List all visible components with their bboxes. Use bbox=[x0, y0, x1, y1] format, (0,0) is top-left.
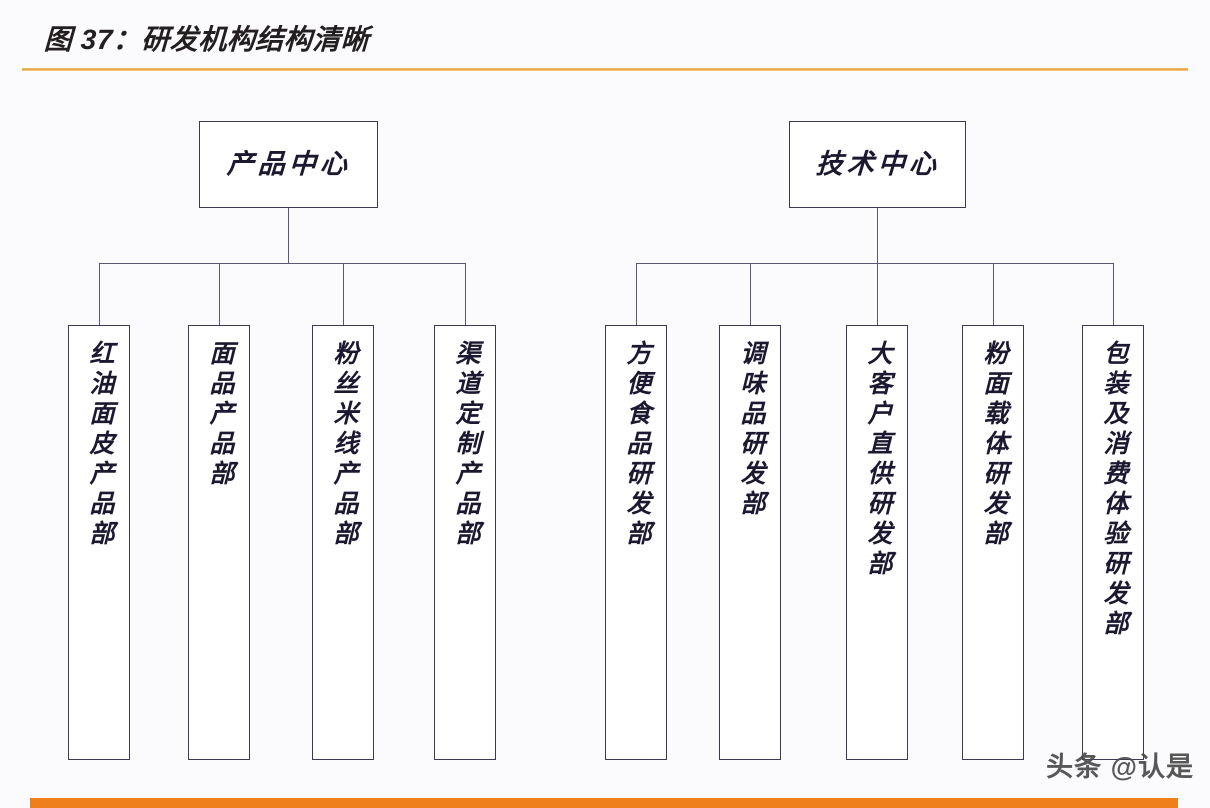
connector-child-drop-product-2 bbox=[219, 263, 221, 325]
org-node-fenmian-zaiti[interactable]: 粉面载体研发部 bbox=[962, 325, 1024, 760]
connector-child-drop-product-3 bbox=[343, 263, 345, 325]
org-chart-canvas: 产品中心 红油面皮产品部 面品产品部 粉丝米线产品部 渠道定制产品部 技术中心 bbox=[0, 78, 1210, 778]
org-node-hongyou-mianpi[interactable]: 红油面皮产品部 bbox=[68, 325, 130, 760]
title-divider bbox=[22, 68, 1188, 71]
org-node-label: 面品产品部 bbox=[206, 340, 233, 490]
org-node-mianpin[interactable]: 面品产品部 bbox=[188, 325, 250, 760]
org-node-baozhuang-xiaofei[interactable]: 包装及消费体验研发部 bbox=[1082, 325, 1144, 760]
connector-parent-drop-product bbox=[288, 208, 290, 263]
org-node-fensi-mixian[interactable]: 粉丝米线产品部 bbox=[312, 325, 374, 760]
page-title: 图 37：研发机构结构清晰 bbox=[43, 24, 370, 55]
connector-bus-product bbox=[99, 263, 465, 265]
connector-child-drop-technology-3 bbox=[877, 263, 879, 325]
org-node-dakehu-zhigong[interactable]: 大客户直供研发部 bbox=[846, 325, 908, 760]
watermark: 头条 @认是 bbox=[1046, 752, 1194, 782]
connector-child-drop-product-4 bbox=[465, 263, 467, 325]
connector-parent-drop-technology bbox=[877, 208, 879, 263]
org-node-label: 渠道定制产品部 bbox=[452, 340, 479, 550]
org-node-label: 大客户直供研发部 bbox=[864, 340, 891, 580]
connector-child-drop-technology-5 bbox=[1113, 263, 1115, 325]
org-node-tiaoweipin[interactable]: 调味品研发部 bbox=[719, 325, 781, 760]
connector-child-drop-technology-2 bbox=[750, 263, 752, 325]
org-node-label: 技术中心 bbox=[814, 149, 941, 180]
org-node-label: 方便食品研发部 bbox=[623, 340, 650, 550]
org-node-label: 粉面载体研发部 bbox=[980, 340, 1007, 550]
org-node-technology-center[interactable]: 技术中心 bbox=[789, 121, 966, 208]
connector-child-drop-technology-4 bbox=[993, 263, 995, 325]
connector-child-drop-product-1 bbox=[99, 263, 101, 325]
org-node-label: 调味品研发部 bbox=[737, 340, 764, 520]
connector-bus-technology bbox=[636, 263, 1113, 265]
connector-child-drop-technology-1 bbox=[636, 263, 638, 325]
org-node-label: 粉丝米线产品部 bbox=[330, 340, 357, 550]
org-node-fangbian-shipin[interactable]: 方便食品研发部 bbox=[605, 325, 667, 760]
org-node-qudao-dingzhi[interactable]: 渠道定制产品部 bbox=[434, 325, 496, 760]
org-node-label: 红油面皮产品部 bbox=[86, 340, 113, 550]
org-node-label: 产品中心 bbox=[225, 149, 352, 180]
footer-accent-bar bbox=[30, 798, 1178, 808]
org-node-label: 包装及消费体验研发部 bbox=[1100, 340, 1127, 640]
org-node-product-center[interactable]: 产品中心 bbox=[199, 121, 378, 208]
